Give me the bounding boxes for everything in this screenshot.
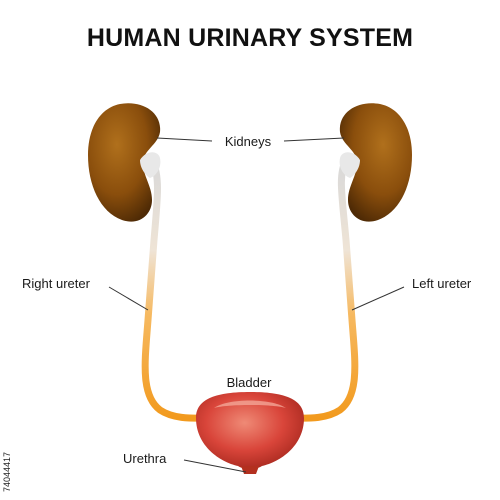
left-ureter-leader: [351, 286, 405, 311]
right-renal-pelvis: [140, 152, 161, 178]
bladder-highlight: [214, 400, 286, 408]
diagram-title: HUMAN URINARY SYSTEM: [86, 24, 414, 52]
urethra: [241, 466, 259, 474]
right-ureter-label: Right ureter: [22, 276, 91, 291]
bladder-label: Bladder: [227, 375, 272, 390]
right-ureter: [141, 156, 219, 422]
stock-id-number: 74044417: [2, 451, 12, 492]
left-renal-pelvis: [339, 152, 360, 178]
kidneys-leader-left: [156, 137, 213, 142]
urethra-leader: [183, 459, 247, 473]
left-kidney: [339, 103, 412, 222]
right-ureter-leader: [108, 286, 149, 311]
urethra-label: Urethra: [123, 451, 167, 466]
left-ureter: [281, 156, 359, 422]
bladder: [196, 392, 304, 469]
left-ureter-label: Left ureter: [412, 276, 472, 291]
right-kidney: [88, 103, 161, 222]
kidneys-label: Kidneys: [225, 134, 272, 149]
kidneys-leader-right: [283, 137, 345, 142]
